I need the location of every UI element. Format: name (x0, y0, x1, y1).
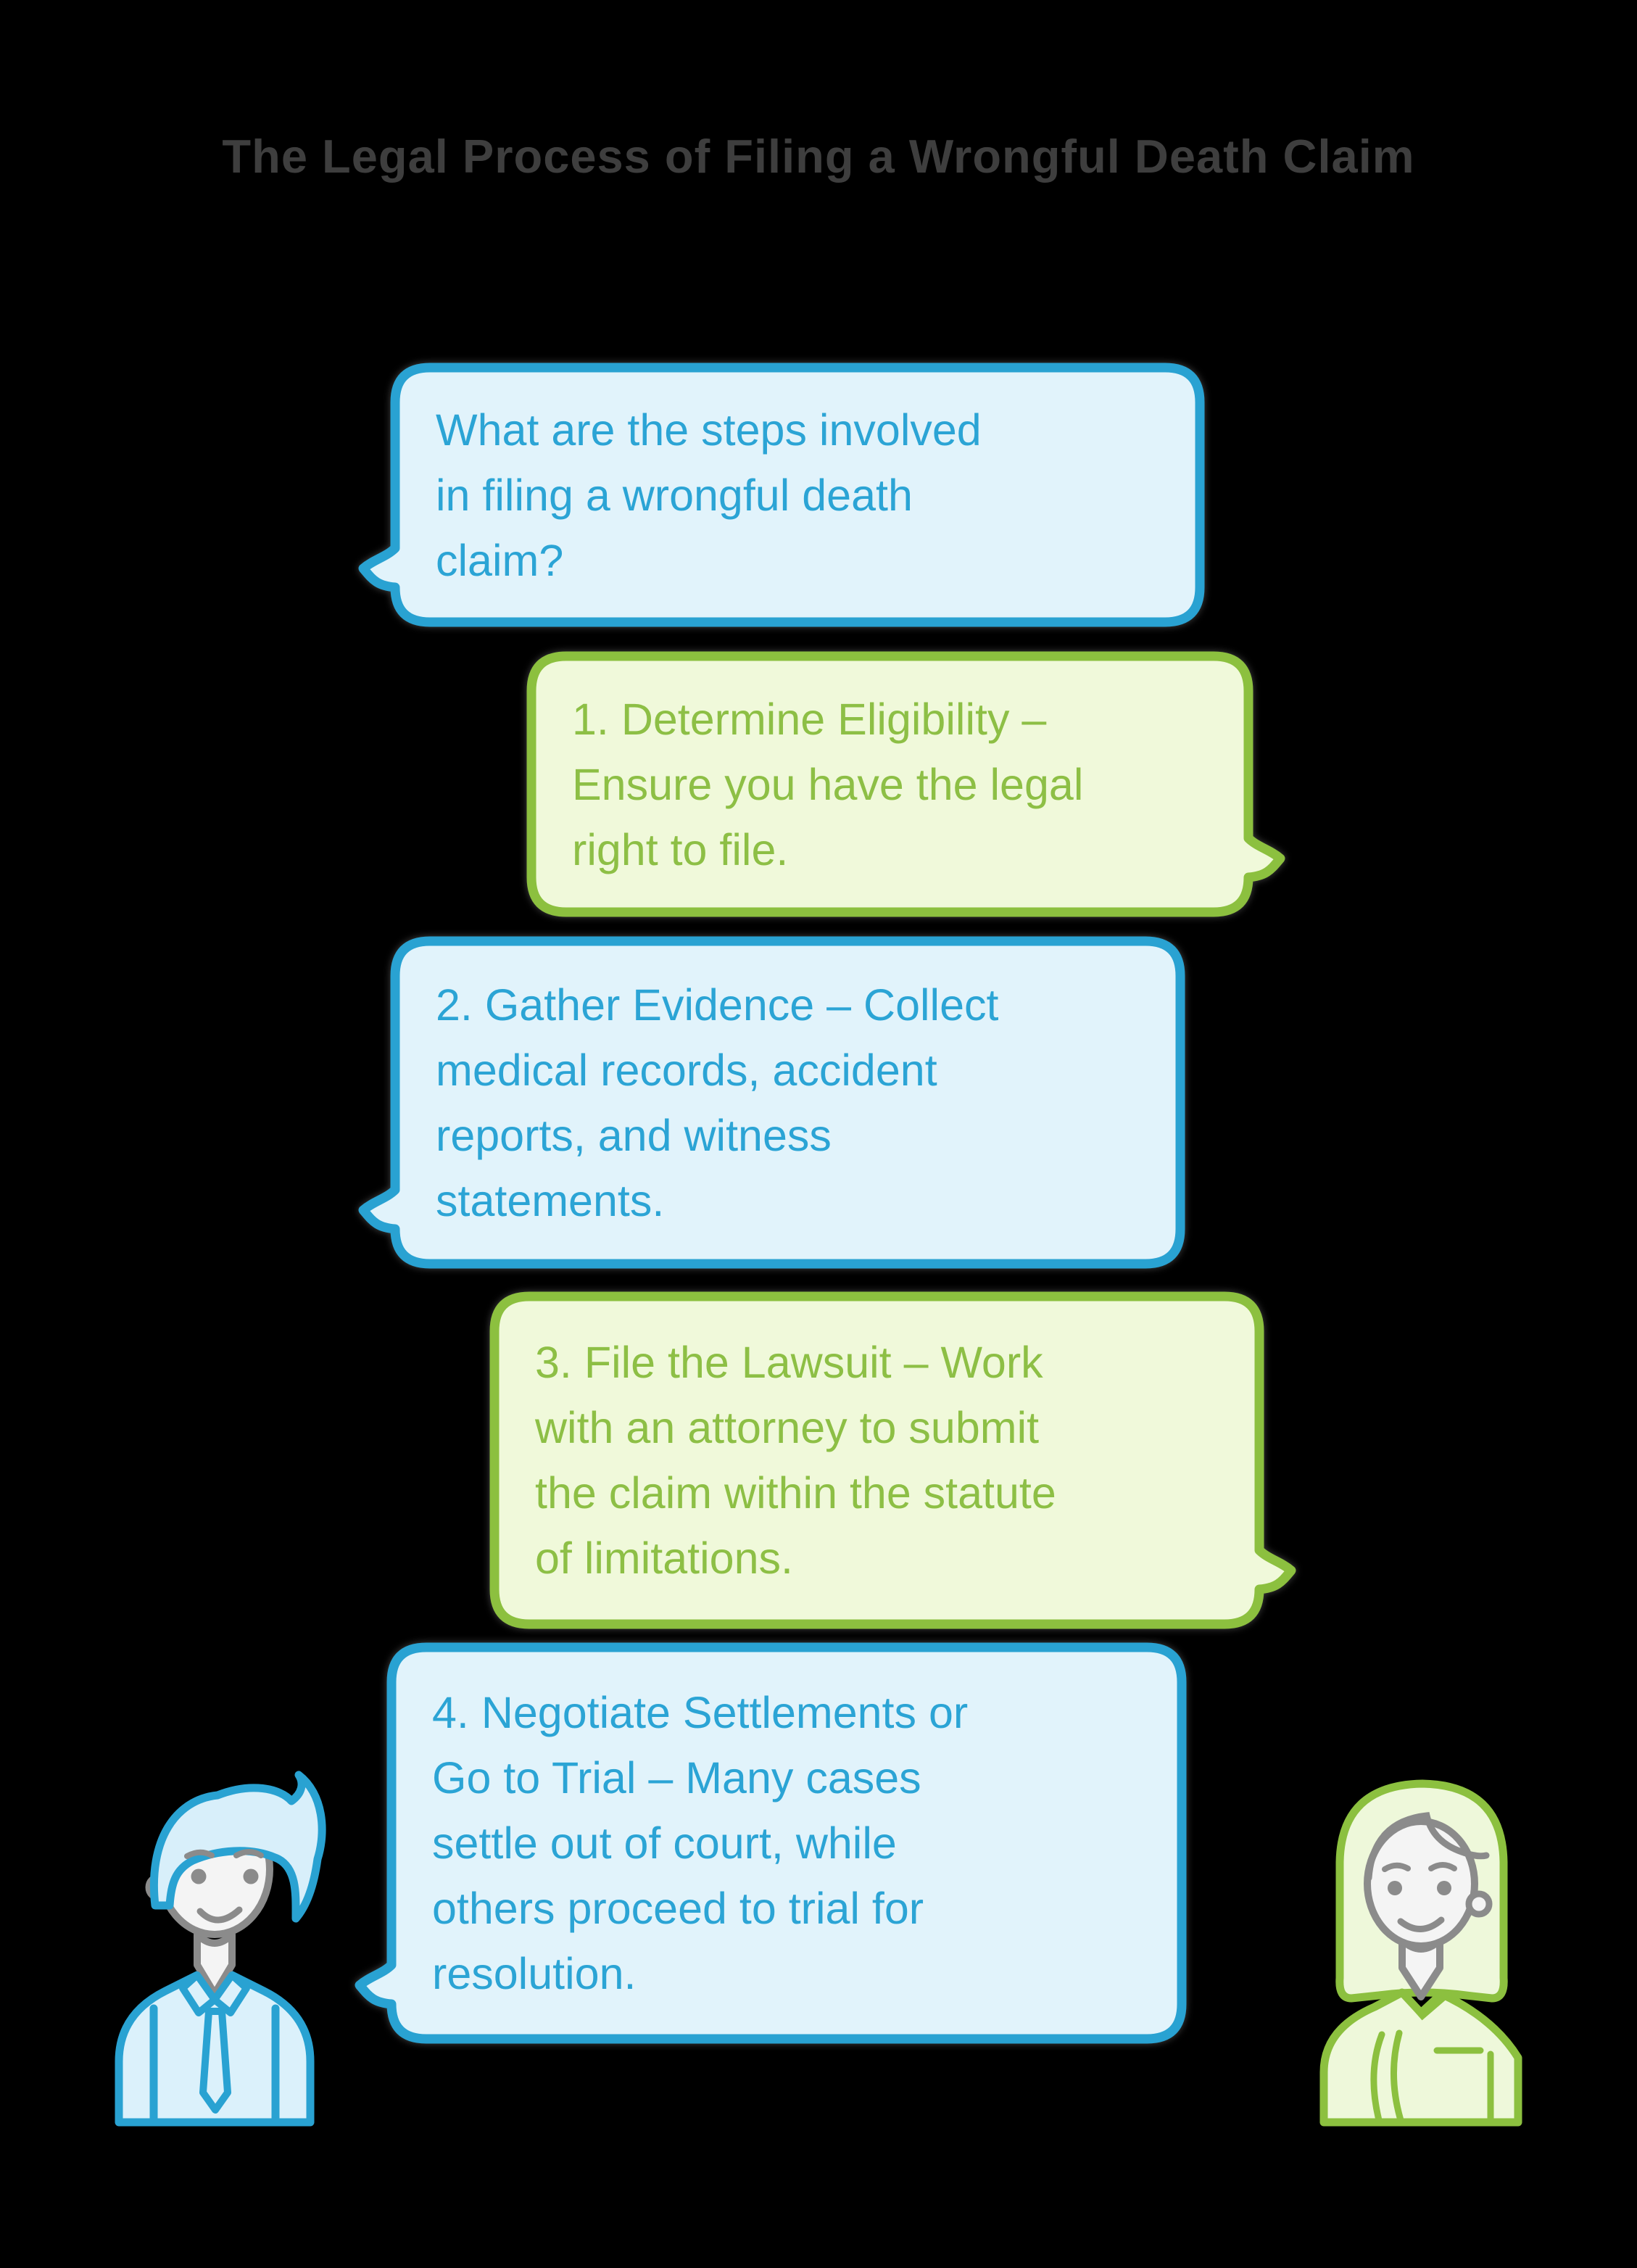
chat-bubble-step-3: 3. File the Lawsuit – Work with an attor… (489, 1291, 1296, 1629)
bubble-text: 2. Gather Evidence – Collect medical rec… (436, 980, 999, 1225)
chat-bubble-step-2: 2. Gather Evidence – Collect medical rec… (358, 936, 1185, 1269)
woman-eye (1388, 1881, 1402, 1895)
man-smile (196, 1906, 243, 1924)
bubble-shape-left-tail (355, 1642, 1187, 2044)
woman-face (1364, 1818, 1478, 1950)
woman-avatar-graphic (1319, 1779, 1522, 2127)
bubble-shape-right-tail (489, 1291, 1296, 1629)
man-eye (191, 1868, 207, 1884)
woman-bangs (1365, 1812, 1490, 1882)
chat-bubble-question-1: What are the steps involved in filing a … (358, 363, 1205, 627)
woman-smile (1397, 1916, 1445, 1932)
chat-bubble-step-4: 4. Negotiate Settlements or Go to Trial … (355, 1642, 1187, 2044)
man-neck (194, 1931, 236, 1998)
man-eye (243, 1868, 259, 1884)
bubble-shape-left-tail (358, 363, 1205, 627)
woman-avatar (1312, 1768, 1530, 2130)
bubble-shape-left-tail (358, 936, 1185, 1269)
woman-eye (1437, 1881, 1451, 1895)
chat-bubble-step-1: 1. Determine Eligibility – Ensure you ha… (526, 651, 1285, 917)
man-avatar (109, 1753, 326, 2130)
man-tie (199, 2008, 231, 2114)
page-title: The Legal Process of Filing a Wrongful D… (222, 130, 1415, 183)
man-hair (149, 1771, 326, 1923)
bubble-text: What are the steps involved in filing a … (436, 405, 982, 585)
bubble-shape-right-tail (526, 651, 1285, 917)
bubble-text: 4. Negotiate Settlements or Go to Trial … (432, 1688, 969, 1998)
man-avatar-graphic (115, 1771, 326, 2127)
bubble-text: 1. Determine Eligibility – Ensure you ha… (572, 694, 1084, 874)
bubble-text: 3. File the Lawsuit – Work with an attor… (535, 1338, 1056, 1583)
